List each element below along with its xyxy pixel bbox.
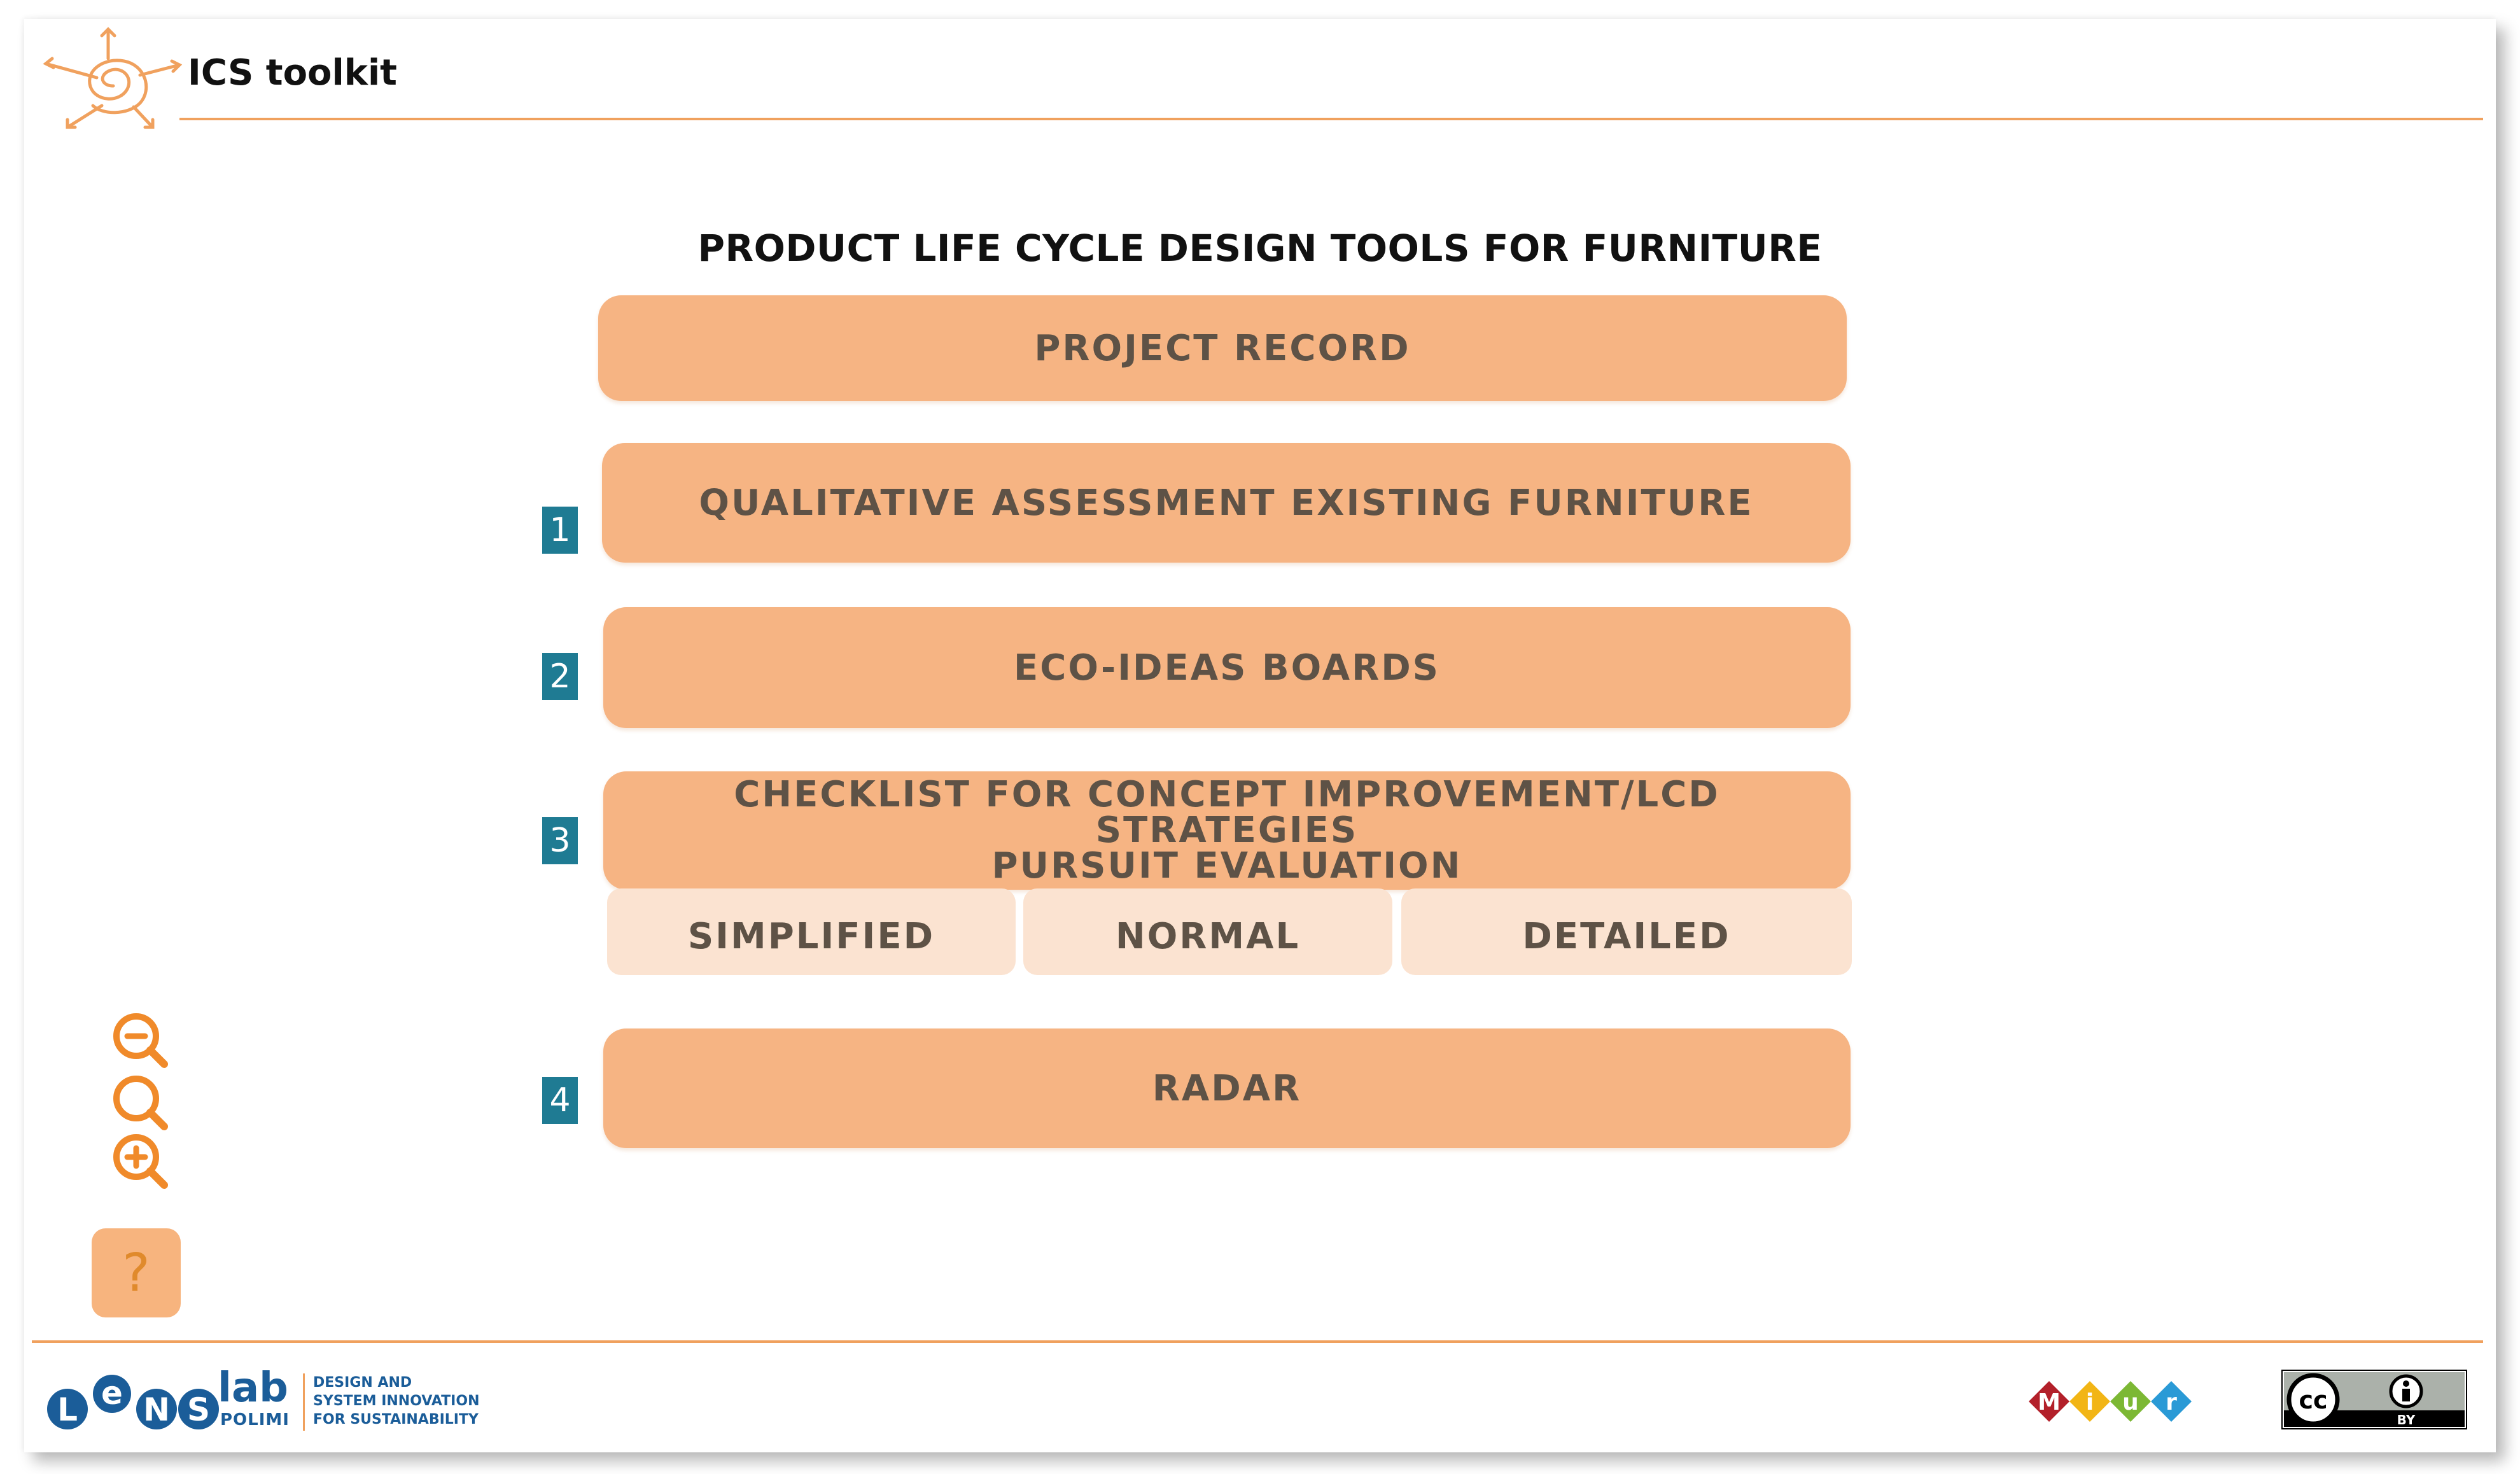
lens-logo-icon: L e N S (47, 1375, 219, 1429)
tool-number-3: 3 (542, 817, 578, 864)
checklist-detailed-button[interactable]: DETAILED (1401, 888, 1852, 975)
svg-text:cc: cc (2299, 1386, 2327, 1414)
lens-tagline-line1: DESIGN AND (313, 1375, 412, 1391)
lens-lab-label: lab (218, 1365, 288, 1412)
page-frame (24, 19, 2496, 1452)
checklist-label-line1: CHECKLIST FOR CONCEPT IMPROVEMENT/LCD ST… (734, 774, 1720, 851)
ics-logo-icon (43, 27, 183, 129)
zoom-reset-icon[interactable] (111, 1073, 169, 1132)
lens-letter-s: S (187, 1391, 210, 1428)
footer-divider (32, 1340, 2483, 1343)
help-button[interactable]: ? (92, 1228, 181, 1317)
lens-tagline-line2: SYSTEM INNOVATION (313, 1393, 480, 1409)
tool-number-2: 2 (542, 653, 578, 700)
lens-letter-l: L (57, 1391, 78, 1428)
qualitative-assessment-label: QUALITATIVE ASSESSMENT EXISTING FURNITUR… (699, 482, 1754, 524)
lens-polimi-label: POLIMI (220, 1410, 290, 1429)
lens-letter-e: e (101, 1375, 123, 1412)
cc-by-label: BY (2397, 1412, 2416, 1428)
cc-by-license-icon: cc BY (2281, 1370, 2467, 1429)
simplified-label: SIMPLIFIED (687, 915, 935, 957)
tool-number-1: 1 (542, 507, 578, 554)
qualitative-assessment-button[interactable]: QUALITATIVE ASSESSMENT EXISTING FURNITUR… (602, 443, 1851, 563)
help-icon: ? (122, 1242, 150, 1303)
radar-button[interactable]: RADAR (603, 1028, 1851, 1148)
checklist-normal-button[interactable]: NORMAL (1023, 888, 1392, 975)
project-record-button[interactable]: PROJECT RECORD (598, 295, 1847, 401)
checklist-button[interactable]: CHECKLIST FOR CONCEPT IMPROVEMENT/LCD ST… (603, 771, 1851, 890)
checklist-label-line2: PURSUIT EVALUATION (991, 845, 1462, 887)
detailed-label: DETAILED (1522, 915, 1731, 957)
page-title: PRODUCT LIFE CYCLE DESIGN TOOLS FOR FURN… (697, 227, 1823, 270)
miur-logo-icon: M i u r (2029, 1381, 2192, 1422)
miur-letter-u: u (2122, 1389, 2139, 1415)
miur-letter-r: r (2166, 1389, 2177, 1415)
app-title: ICS toolkit (188, 52, 397, 94)
lens-separator (303, 1373, 305, 1431)
eco-ideas-boards-label: ECO-IDEAS BOARDS (1013, 647, 1441, 689)
checklist-simplified-button[interactable]: SIMPLIFIED (607, 888, 1016, 975)
lens-tagline: DESIGN AND SYSTEM INNOVATION FOR SUSTAIN… (313, 1373, 504, 1429)
normal-label: NORMAL (1115, 915, 1301, 957)
miur-letter-i: i (2086, 1389, 2094, 1415)
header-divider (179, 118, 2483, 120)
lens-letter-n: N (143, 1391, 170, 1428)
eco-ideas-boards-button[interactable]: ECO-IDEAS BOARDS (603, 607, 1851, 728)
zoom-out-icon[interactable] (111, 1011, 169, 1069)
zoom-in-icon[interactable] (111, 1132, 169, 1190)
tool-number-4: 4 (542, 1077, 578, 1124)
project-record-label: PROJECT RECORD (1034, 327, 1411, 369)
miur-letter-m: M (2038, 1389, 2061, 1415)
lens-tagline-line3: FOR SUSTAINABILITY (313, 1412, 479, 1428)
radar-label: RADAR (1152, 1067, 1302, 1109)
